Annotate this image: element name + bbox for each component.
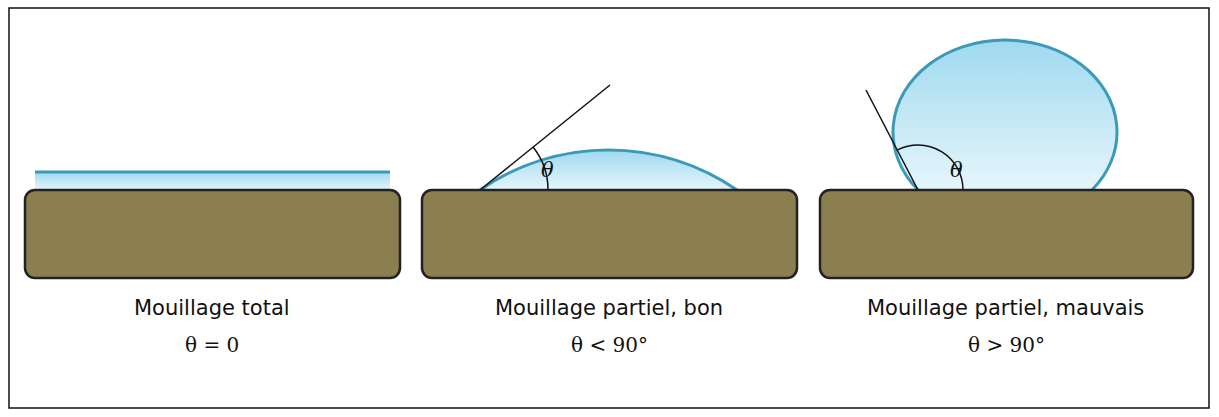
frame [9,8,1209,408]
angle-symbol: θ [950,158,963,182]
angle-symbol: θ [541,158,554,182]
angle-arc [898,145,963,190]
droplet [893,40,1117,190]
tangent-line [480,85,610,190]
angle-condition: θ < 90° [571,334,648,357]
droplet [480,150,737,190]
droplet-outline [893,40,1117,190]
substrate [820,190,1193,278]
caption-text: Mouillage total [134,296,290,320]
tangent-line [866,90,918,190]
water-film [35,172,390,190]
angle-condition: θ = 0 [185,334,239,357]
substrate [422,190,797,278]
droplet-outline [480,150,737,190]
caption-text: Mouillage partiel, bon [495,296,723,320]
substrate [25,190,400,278]
angle-condition: θ > 90° [968,334,1045,357]
caption-text: Mouillage partiel, mauvais [867,296,1144,320]
film-surface [35,171,390,174]
